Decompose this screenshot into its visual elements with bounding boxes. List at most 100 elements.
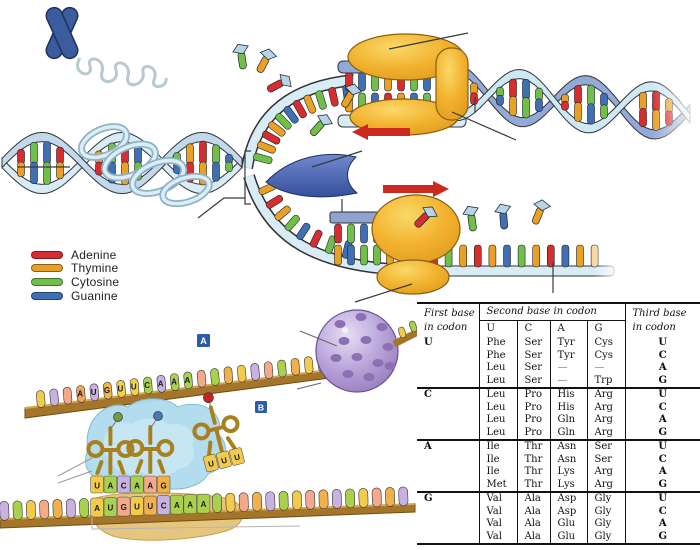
base-pair-rung (199, 140, 207, 165)
second-base-header: Second base in codon (479, 303, 626, 321)
codon-cell: Ser (517, 337, 551, 350)
annotation-lines-top (18, 32, 554, 303)
trna-arm (214, 426, 224, 454)
template-base (303, 94, 317, 114)
codon-cell: Leu (479, 426, 518, 440)
free-nucleotide (232, 43, 249, 70)
mrna-base (103, 381, 113, 400)
free-nucleotide (494, 203, 512, 230)
template-base (532, 244, 541, 268)
trna-arm (117, 460, 126, 475)
mrna-base (223, 366, 234, 385)
codon-box (130, 496, 144, 516)
pointer-line (311, 150, 363, 168)
nucleotide-base (499, 211, 509, 230)
free-nucleotide (462, 205, 479, 232)
codon-cell: Ala (517, 505, 551, 518)
codon-cell (417, 466, 480, 479)
mrna-base (0, 501, 10, 521)
base-pair-rung (43, 141, 51, 165)
mrna-base (290, 358, 301, 376)
template-base (328, 87, 339, 107)
free-nucleotides (232, 43, 552, 232)
second-base-c: C (517, 320, 551, 337)
codon-cell (417, 349, 480, 362)
codon-cell: A (658, 466, 667, 477)
mrna-base (170, 373, 180, 391)
mrna-base (79, 498, 90, 518)
codon-cell: Ser (517, 362, 551, 375)
trna-loop (126, 439, 145, 457)
base-letter: C (121, 482, 127, 491)
pointer-line (354, 283, 413, 303)
ribosome-dimple (372, 359, 384, 367)
base-pill (409, 320, 418, 333)
base-pair-rung (30, 161, 38, 185)
template-base (275, 113, 292, 130)
chromosome-icon (45, 6, 79, 60)
fork-template-bases (253, 84, 353, 259)
codon-cell: Glu (550, 530, 588, 544)
template-base (265, 194, 284, 209)
codon-cell: Gly (587, 491, 626, 506)
template-base (253, 153, 273, 165)
codon-cell: A (658, 362, 667, 373)
codon-cell: U (417, 337, 480, 350)
header-line: in codon (424, 321, 468, 333)
codon-cell: Gln (550, 426, 588, 440)
base-letter: U (91, 388, 97, 397)
mrna-base (116, 380, 126, 398)
phosphate-cap (344, 83, 363, 96)
anticodon-box (130, 475, 144, 494)
legend-label: Thymine (71, 261, 119, 276)
base-pair-rung (587, 84, 595, 106)
mrna-base (36, 390, 46, 408)
ribosome-dimple (338, 337, 350, 345)
codon-cell: Leu (479, 387, 518, 402)
anticodon-box (143, 475, 157, 494)
trna-arm (135, 459, 144, 474)
trna-loop (192, 422, 211, 441)
base-letter: G (121, 503, 127, 512)
amino-acid-balls (109, 411, 163, 431)
mrna-base (277, 359, 287, 378)
codon-cell: Gly (587, 518, 626, 531)
mrna-base (385, 487, 396, 507)
legend-item-adenine: Adenine (31, 248, 119, 262)
helix-fade (652, 42, 700, 154)
mrna-base (129, 378, 140, 396)
codon-cell: Pro (517, 387, 551, 402)
base-letter: C (161, 502, 167, 511)
legend: Adenine Thymine Cytosine Guanine (31, 248, 119, 303)
trna-arm (225, 436, 237, 450)
pointer-line (296, 382, 322, 390)
template-base (284, 214, 300, 232)
codon-table-subheader-row: U C A G (417, 320, 700, 337)
marker-b-box (255, 401, 267, 413)
codon-cell: Tyr (550, 337, 588, 350)
anticodon-box (156, 475, 171, 494)
amino-acid-green (113, 412, 123, 422)
mrna-base (25, 500, 36, 520)
base-letter: A (108, 482, 114, 491)
codon-cell: Thr (517, 466, 551, 479)
anticodon-box (90, 475, 104, 494)
anticodon-box (103, 475, 118, 494)
mrna-base (76, 385, 86, 403)
mrna-base (278, 490, 289, 511)
codon-cell: Met (479, 478, 518, 492)
template-base (292, 99, 307, 119)
template-base (256, 141, 276, 154)
base-pair-rung (56, 146, 64, 165)
base-pair-rung (212, 161, 220, 182)
base-letter: A (94, 504, 100, 513)
mrna-base (252, 491, 263, 512)
base-pair-rung (186, 143, 194, 165)
